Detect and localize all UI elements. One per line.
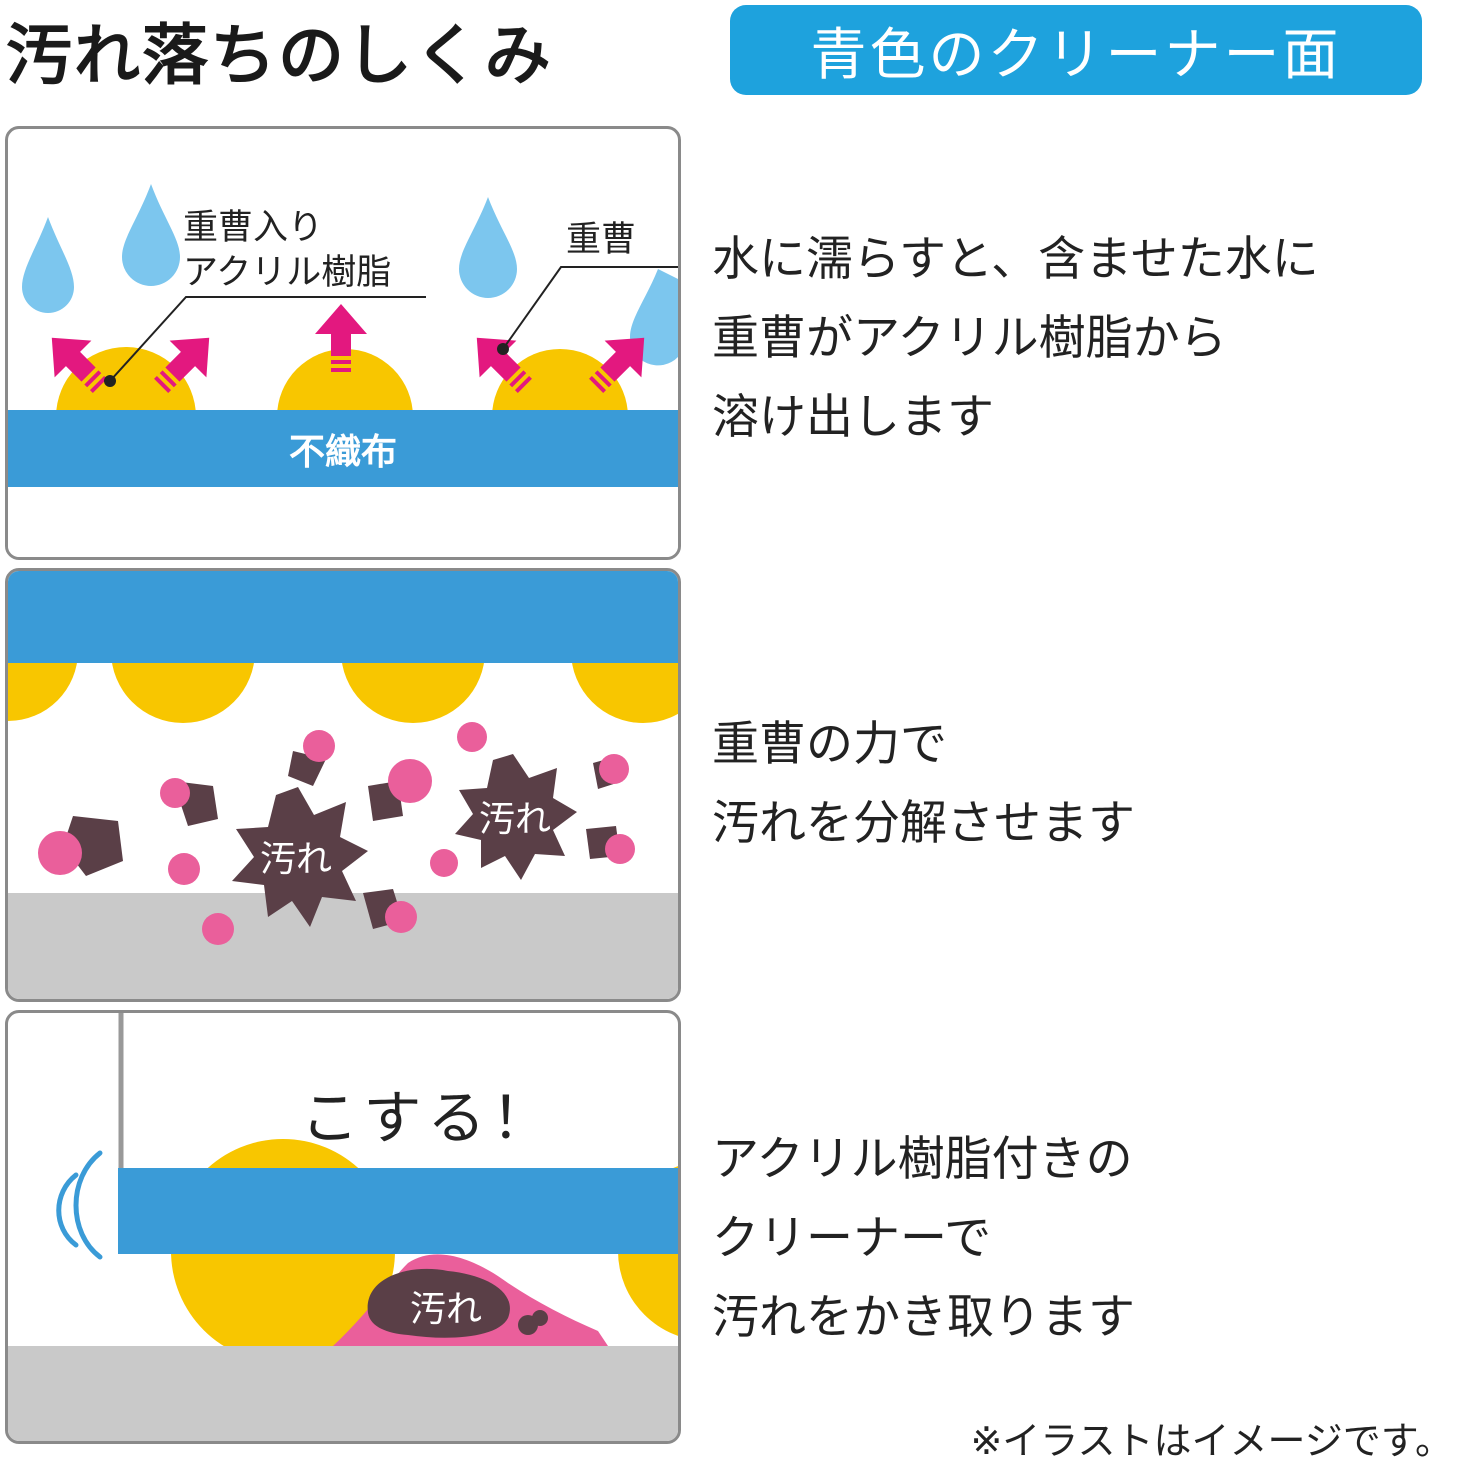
baking-soda-label: 重曹 <box>566 220 636 260</box>
description-line: クリーナーで <box>712 1211 992 1266</box>
panel-dissolve: 不織布 重曹入り アクリル樹脂 重曹 <box>5 126 681 560</box>
dissolve-illustration: 不織布 重曹入り アクリル樹脂 重曹 <box>8 184 678 557</box>
surface-layer <box>8 893 678 999</box>
description-line: アクリル樹脂付きの <box>712 1132 1133 1187</box>
panel-decompose: 汚れ 汚れ <box>5 568 681 1002</box>
decompose-illustration: 汚れ 汚れ <box>8 571 678 999</box>
motion-lines-icon <box>56 1150 103 1260</box>
description-line: 水に濡らすと、含ませた水に <box>712 232 1319 287</box>
water-drop-icon <box>459 197 517 298</box>
surface-layer <box>8 1346 678 1441</box>
step3-description: アクリル樹脂付きの クリーナーで 汚れをかき取ります <box>712 1120 1135 1357</box>
description-line: 汚れを分解させます <box>712 796 1135 851</box>
dirt-label: 汚れ <box>260 839 332 880</box>
nonwoven-fabric-layer <box>8 410 678 487</box>
description-line: 重曹の力で <box>712 717 947 772</box>
release-arrow-icons <box>51 304 645 393</box>
description-line: 汚れをかき取ります <box>712 1290 1135 1345</box>
panel-scrape: 汚れ こする！ <box>5 1010 681 1444</box>
dirt-label: 汚れ <box>479 799 551 840</box>
fabric-label: 不織布 <box>289 432 397 473</box>
cleaner-blue-layer <box>118 1168 678 1254</box>
step1-description: 水に濡らすと、含ませた水に 重曹がアクリル樹脂から 溶け出します <box>712 220 1319 457</box>
illustration-disclaimer: ※イラストはイメージです。 <box>970 1419 1453 1463</box>
page-title: 汚れ落ちのしくみ <box>6 17 553 94</box>
dirt-blob-icons <box>232 754 577 927</box>
step2-description: 重曹の力で 汚れを分解させます <box>712 705 1135 863</box>
dirt-label: 汚れ <box>410 1289 482 1330</box>
description-line: 重曹がアクリル樹脂から <box>712 311 1227 366</box>
resin-label-line2: アクリル樹脂 <box>183 253 391 293</box>
leader-lines <box>109 266 678 382</box>
baking-soda-particles <box>38 722 635 945</box>
water-drop-icon <box>122 184 180 286</box>
resin-label-line1: 重曹入り <box>183 208 323 248</box>
nonwoven-fabric-layer <box>8 571 678 663</box>
dirt-blob-icon <box>367 1268 510 1338</box>
description-line: 溶け出します <box>712 390 994 445</box>
scrape-illustration: 汚れ こする！ <box>8 1013 678 1441</box>
water-drop-icon <box>22 217 74 313</box>
rub-label: こする！ <box>301 1084 556 1152</box>
cleaner-side-badge: 青色のクリーナー面 <box>730 5 1422 95</box>
